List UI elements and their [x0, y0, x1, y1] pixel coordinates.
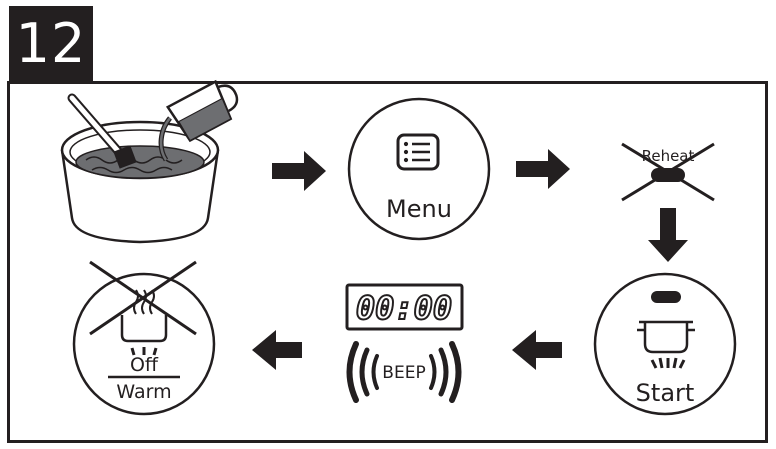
- beep-label: BEEP: [382, 363, 425, 383]
- arrow-down-icon: [648, 208, 688, 262]
- step-number-badge: 12: [9, 6, 93, 81]
- reheat-button-cancelled: Reheat: [621, 142, 715, 202]
- reheat-key-icon: [651, 168, 685, 182]
- arrow-right-icon: [516, 149, 570, 189]
- arrow-left-icon: [252, 330, 302, 370]
- start-button: Start: [593, 272, 737, 416]
- start-label: Start: [636, 379, 695, 407]
- menu-label: Menu: [386, 195, 452, 223]
- off-label: Off: [130, 354, 159, 376]
- arrow-right-icon: [272, 151, 326, 191]
- menu-button: Menu: [347, 97, 491, 241]
- arrow-left-icon: [512, 330, 562, 370]
- timer-readout: 00:00: [356, 289, 452, 327]
- timer-display: 00:00: [345, 283, 464, 331]
- warm-pot-icon: [120, 289, 168, 356]
- reheat-label: Reheat: [642, 147, 695, 165]
- keep-warm-button: Off Warm: [72, 260, 216, 416]
- cooking-pot-icon: [637, 320, 695, 369]
- rice-pot-illustration: [60, 79, 239, 244]
- list-icon: [396, 133, 440, 171]
- beep-sound-icon: [346, 341, 462, 403]
- start-key-icon: [651, 291, 681, 303]
- warm-label: Warm: [116, 381, 171, 403]
